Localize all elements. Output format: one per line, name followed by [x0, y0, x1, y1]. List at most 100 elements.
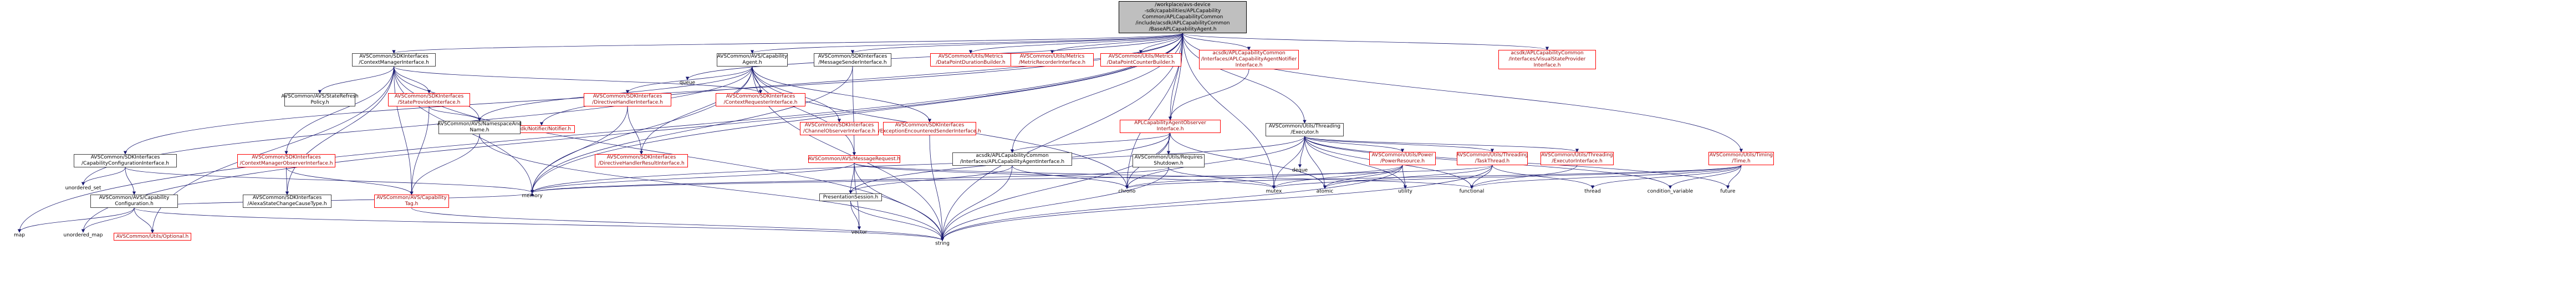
- system-header-utility: utility: [1398, 188, 1412, 195]
- edge-root-to-metricrec: [1050, 33, 1183, 54]
- edge-ctxmgr-to-alexastate: [285, 66, 394, 195]
- edge-executor-to-mutex: [1272, 136, 1305, 189]
- edge-capconfig-to-string: [134, 207, 944, 241]
- header-node-context-manager-observer-interface[interactable]: AVSCommon/SDKInterfaces /ContextManagerO…: [237, 154, 335, 167]
- header-node-channel-observer-interface[interactable]: AVSCommon/SDKInterfaces /ChannelObserver…: [800, 122, 879, 135]
- edge-root-to-unordered_map: [81, 33, 1183, 233]
- header-node-capability-tag[interactable]: AVSCommon/AVS/Capability Tag.h: [374, 195, 449, 208]
- header-node-requires-shutdown[interactable]: AVSCommon/Utils/Requires Shutdown.h: [1133, 154, 1205, 167]
- edge-powerres-to-mutex: [1272, 165, 1403, 189]
- edge-root-to-string: [940, 33, 1183, 241]
- edge-root-to-dpcounter: [1139, 33, 1183, 54]
- edge-powerres-to-chrono: [1125, 165, 1403, 189]
- edge-timing-to-chrono: [1125, 165, 1742, 189]
- edge-root-to-capagent: [751, 33, 1183, 54]
- edge-capconfigif-to-memory: [125, 167, 534, 193]
- edge-aplnotifier-to-aplobserver: [1168, 69, 1249, 120]
- header-node-executor[interactable]: AVSCommon/Utils/Threading /Executor.h: [1266, 123, 1344, 136]
- edge-timing-to-functional: [1470, 165, 1742, 189]
- header-node-context-manager-interface[interactable]: AVSCommon/SDKInterfaces /ContextManagerI…: [352, 53, 436, 67]
- header-node-apl-agent-notifier-interface[interactable]: acsdk/APLCapabilityCommon /Interfaces/AP…: [1199, 50, 1299, 69]
- edge-reqshutdown-to-string: [940, 167, 1169, 241]
- edge-aplobserver-to-string: [940, 132, 1171, 241]
- edge-directivehandler-to-dirhandlerres: [627, 106, 644, 155]
- header-node-metric-recorder-interface[interactable]: AVSCommon/Utils/Metrics /MetricRecorderI…: [1011, 53, 1094, 67]
- edge-reqshutdown-to-memory: [530, 167, 1169, 193]
- header-node-data-point-counter-builder[interactable]: AVSCommon/Utils/Metrics /DataPointCounte…: [1100, 53, 1181, 67]
- header-node-capability-agent[interactable]: AVSCommon/AVS/Capability Agent.h: [717, 53, 788, 67]
- header-node-power-resource[interactable]: AVSCommon/Utils/Power /PowerResource.h: [1369, 152, 1436, 165]
- edge-ctxmgr-to-ctxrequester: [394, 66, 763, 94]
- edge-executor-to-memory: [530, 136, 1305, 193]
- edge-execif-to-functional: [1470, 165, 1578, 189]
- header-node-optional[interactable]: AVSCommon/Utils/Optional.h: [114, 233, 191, 241]
- header-node-visual-state-provider-interface[interactable]: acsdk/APLCapabilityCommon /Interfaces/Vi…: [1498, 50, 1596, 69]
- edge-root-to-map: [17, 33, 1183, 233]
- header-node-data-point-duration-builder[interactable]: AVSCommon/Utils/Metrics /DataPointDurati…: [930, 53, 1011, 67]
- header-node-state-provider-interface[interactable]: AVSCommon/SDKInterfaces /StateProviderIn…: [388, 93, 470, 106]
- edge-capagent-to-excsender: [752, 66, 932, 123]
- header-node-capability-configuration-interface[interactable]: AVSCommon/SDKInterfaces /CapabilityConfi…: [74, 154, 177, 167]
- system-header-atomic: atomic: [1316, 188, 1334, 195]
- edge-root-to-ctxmgr: [392, 33, 1183, 54]
- header-node-alexa-state-change-cause-type[interactable]: AVSCommon/SDKInterfaces /AlexaStateChang…: [243, 195, 331, 208]
- edge-taskthread-to-string: [940, 165, 1493, 241]
- edge-presession-to-string: [850, 201, 945, 241]
- header-node-capability-configuration[interactable]: AVSCommon/AVS/Capability Configuration.h: [90, 195, 178, 208]
- edge-root-to-executor: [1182, 33, 1307, 124]
- system-header-vector: vector: [851, 229, 868, 236]
- header-node-apl-capability-agent-interface[interactable]: acsdk/APLCapabilityCommon /Interfaces/AP…: [952, 152, 1072, 166]
- edge-aplobserver-to-aplcapif: [1010, 132, 1171, 153]
- edge-aplcapif-to-chrono: [1012, 165, 1129, 189]
- header-node-state-refresh-policy[interactable]: AVSCommon/AVS/StateRefresh Policy.h: [281, 93, 359, 106]
- edge-reqshutdown-to-mutex: [1168, 167, 1276, 189]
- edge-executor-to-atomic: [1304, 136, 1327, 189]
- root-header-node[interactable]: /workplace/avs-device -sdk/capabilities/…: [1119, 1, 1247, 33]
- system-header-functional: functional: [1459, 188, 1485, 195]
- header-node-message-request[interactable]: AVSCommon/AVS/MessageRequest.h: [808, 155, 900, 163]
- edge-root-to-msgsender: [850, 33, 1183, 54]
- edge-ctxmgrobs-to-captag: [286, 167, 414, 195]
- header-node-exception-encountered-sender-interface[interactable]: AVSCommon/SDKInterfaces /ExceptionEncoun…: [878, 122, 981, 135]
- edge-timing-to-condvar: [1668, 165, 1742, 189]
- edge-presession-to-vector: [850, 201, 861, 230]
- edge-aplcapif-to-presession: [849, 165, 1013, 194]
- edge-taskthread-to-memory: [530, 165, 1493, 193]
- edge-root-to-mutex: [1182, 33, 1276, 189]
- system-header-mutex: mutex: [1266, 188, 1282, 195]
- header-node-namespace-and-name[interactable]: AVSCommon/AVS/NamespaceAnd Name.h: [437, 121, 522, 134]
- header-node-apl-agent-observer-interface[interactable]: APLCapabilityAgentObserver Interface.h: [1120, 120, 1221, 133]
- edge-ctxmgr-to-ctxmgrobs: [284, 66, 394, 155]
- header-node-context-requester-interface[interactable]: AVSCommon/SDKInterfaces /ContextRequeste…: [716, 93, 805, 106]
- system-header-unordered-set: unordered_set: [65, 185, 101, 191]
- edge-root-to-visualstate: [1182, 33, 1549, 50]
- system-header-queue: queue: [679, 80, 696, 86]
- edge-nsname-to-captag: [410, 134, 480, 195]
- edge-powerres-to-atomic: [1323, 165, 1403, 189]
- edge-timing-to-thread: [1590, 165, 1742, 189]
- system-header-memory: memory: [522, 193, 543, 199]
- edge-captag-to-string: [411, 207, 945, 241]
- edge-stateprovider-to-nsname: [429, 106, 482, 121]
- header-node-presentation-session[interactable]: PresentationSession.h: [819, 193, 882, 201]
- system-header-future: future: [1720, 188, 1736, 195]
- edge-ctxmgrobs-to-alexastate: [285, 167, 289, 195]
- edge-ctxmgr-to-captag: [394, 66, 414, 195]
- header-node-message-sender-interface[interactable]: AVSCommon/SDKInterfaces /MessageSenderIn…: [814, 53, 891, 67]
- edge-taskthread-to-atomic: [1323, 165, 1493, 189]
- header-node-directive-handler-interface[interactable]: AVSCommon/SDKInterfaces /DirectiveHandle…: [584, 93, 671, 106]
- edge-aplcapif-to-string: [940, 165, 1013, 241]
- edge-powerres-to-utility: [1402, 165, 1407, 189]
- header-node-timing-time[interactable]: AVSCommon/Utils/Timing /Time.h: [1708, 152, 1774, 165]
- header-node-task-thread[interactable]: AVSCommon/Utils/Threading /TaskThread.h: [1456, 152, 1528, 165]
- header-node-executor-interface[interactable]: AVSCommon/Utils/Threading /ExecutorInter…: [1541, 152, 1614, 165]
- header-node-directive-handler-result-interface[interactable]: AVSCommon/SDKInterfaces /DirectiveHandle…: [595, 154, 688, 167]
- edge-executor-to-powerres: [1304, 136, 1405, 152]
- system-header-deque: deque: [1292, 167, 1308, 174]
- edge-capconfigif-to-capconfig: [125, 167, 136, 195]
- edge-executor-to-execif: [1304, 136, 1579, 152]
- system-header-condition-variable: condition_variable: [1647, 188, 1693, 195]
- edge-root-to-aplobserver: [1168, 33, 1183, 120]
